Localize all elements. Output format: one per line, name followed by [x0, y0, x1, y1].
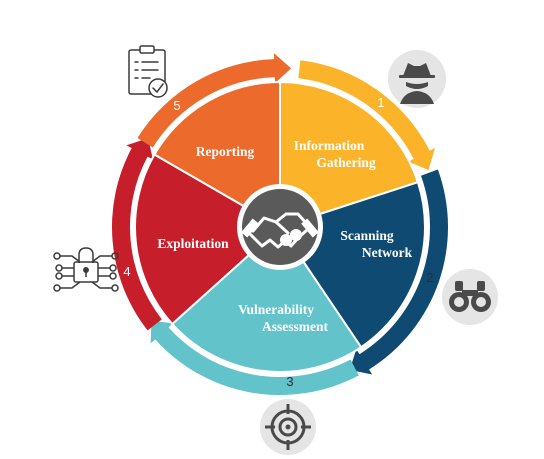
outer-arrow-ring [112, 53, 448, 396]
pie-segment-vulnerability-assessment [170, 225, 363, 373]
label-information-gathering-line1: Information [294, 138, 365, 153]
ring-arrow-vulnerability-assessment [150, 320, 359, 396]
step-number-2: 2 [426, 270, 433, 285]
ring-arrow-scanning-network [349, 169, 448, 375]
padlock-network-icon [53, 247, 119, 292]
label-vulnerability-assessment-line1: Vulnerability [238, 302, 314, 317]
pie-segment-exploitation [134, 153, 282, 326]
ring-arrow-information-gathering [298, 60, 436, 171]
binoculars-icon [442, 269, 498, 325]
spy-icon [388, 50, 446, 108]
label-scanning-network-line2: Network [362, 245, 413, 260]
step-number-5: 5 [173, 98, 180, 113]
label-scanning-network-line1: Scanning [340, 228, 394, 243]
label-exploitation: Exploitation [157, 236, 229, 251]
pie-segment-reporting [153, 80, 281, 229]
pie-segments [134, 80, 426, 373]
pie-segment-information-gathering [279, 80, 420, 229]
clipboard-check-icon [128, 45, 168, 98]
step-numbers: 1 2 3 4 5 [123, 95, 433, 389]
label-information-gathering-line2: Gathering [316, 155, 375, 170]
target-icon [260, 399, 316, 455]
ring-arrow-exploitation [112, 138, 162, 331]
step-number-1: 1 [377, 95, 384, 110]
label-vulnerability-assessment-line2: Assessment [262, 319, 329, 334]
step-number-3: 3 [286, 374, 293, 389]
segment-labels: Information Gathering Scanning Network V… [157, 138, 412, 334]
center-hub [237, 184, 323, 270]
ring-arrow-reporting [137, 53, 292, 148]
step-number-4: 4 [123, 264, 130, 279]
handshake-icon [241, 212, 319, 249]
label-reporting: Reporting [196, 144, 255, 159]
